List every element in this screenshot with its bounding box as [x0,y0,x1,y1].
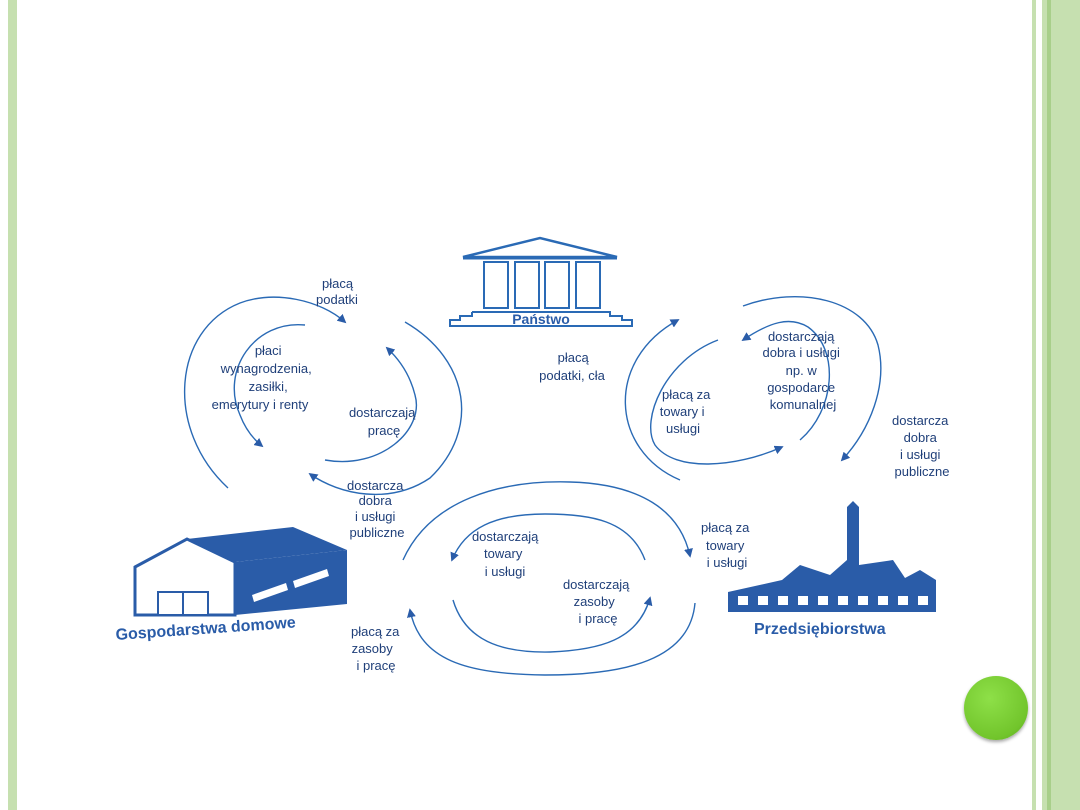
label-hh-supply-labor: dostarczają pracę [349,405,419,438]
flow-arrow-state-pays-goods [650,339,784,465]
flow-arrow-state-public-ent [742,295,882,462]
label-state-supplies-public-hh: dostarcza dobra i usługi publiczne [347,478,407,540]
label-hh-pay-goods: płacą za towary i usługi [701,520,753,570]
right-border-line [1047,0,1051,810]
green-circle-decoration [964,676,1028,740]
label-ent-supply-goods: dostarczają towary i usługi [472,529,542,579]
flow-arrow-hh-labor [324,346,418,463]
flow-arrow-ent-resources [407,602,696,676]
households-label: Gospodarstwa domowe [115,614,296,644]
flow-arrow-hh-goods [450,513,646,562]
flow-arrow-state-public-hh [308,321,463,496]
label-state-pays-goods: płacą za towary i usługi [660,387,714,436]
label-hh-supply-resources: dostarczają zasoby i pracę [563,577,633,626]
enterprises-label: Przedsiębiorstwa [754,621,886,638]
flow-arrow-state-benefits [233,324,306,448]
right-border-stripe [1032,0,1036,810]
flow-arrow-ent-communal [741,320,831,441]
left-border-stripe [8,0,17,810]
label-hh-pay-taxes: płacą podatki [316,276,358,307]
label-ent-pay-taxes: płacą podatki, cła [539,350,606,383]
flow-arrow-hh-resources [452,596,653,653]
label-state-pays-benefits: płaci wynagrodzenia, zasiłki, emerytury … [212,343,316,412]
flow-arrow-ent-taxes [624,319,681,481]
factory-icon [728,501,936,612]
label-ent-pay-resources: płacą za zasoby i pracę [351,624,403,673]
house-icon [133,527,347,617]
state-label: Państwo [512,311,570,327]
flow-arrow-hh-taxes [183,296,347,489]
label-state-supplies-public-ent: dostarcza dobra i usługi publiczne [892,413,952,479]
label-ent-supply-communal: dostarczają dobra i usługi np. w gospoda… [763,329,844,412]
state-building-icon [449,236,633,327]
flow-arrow-ent-goods [402,481,693,561]
